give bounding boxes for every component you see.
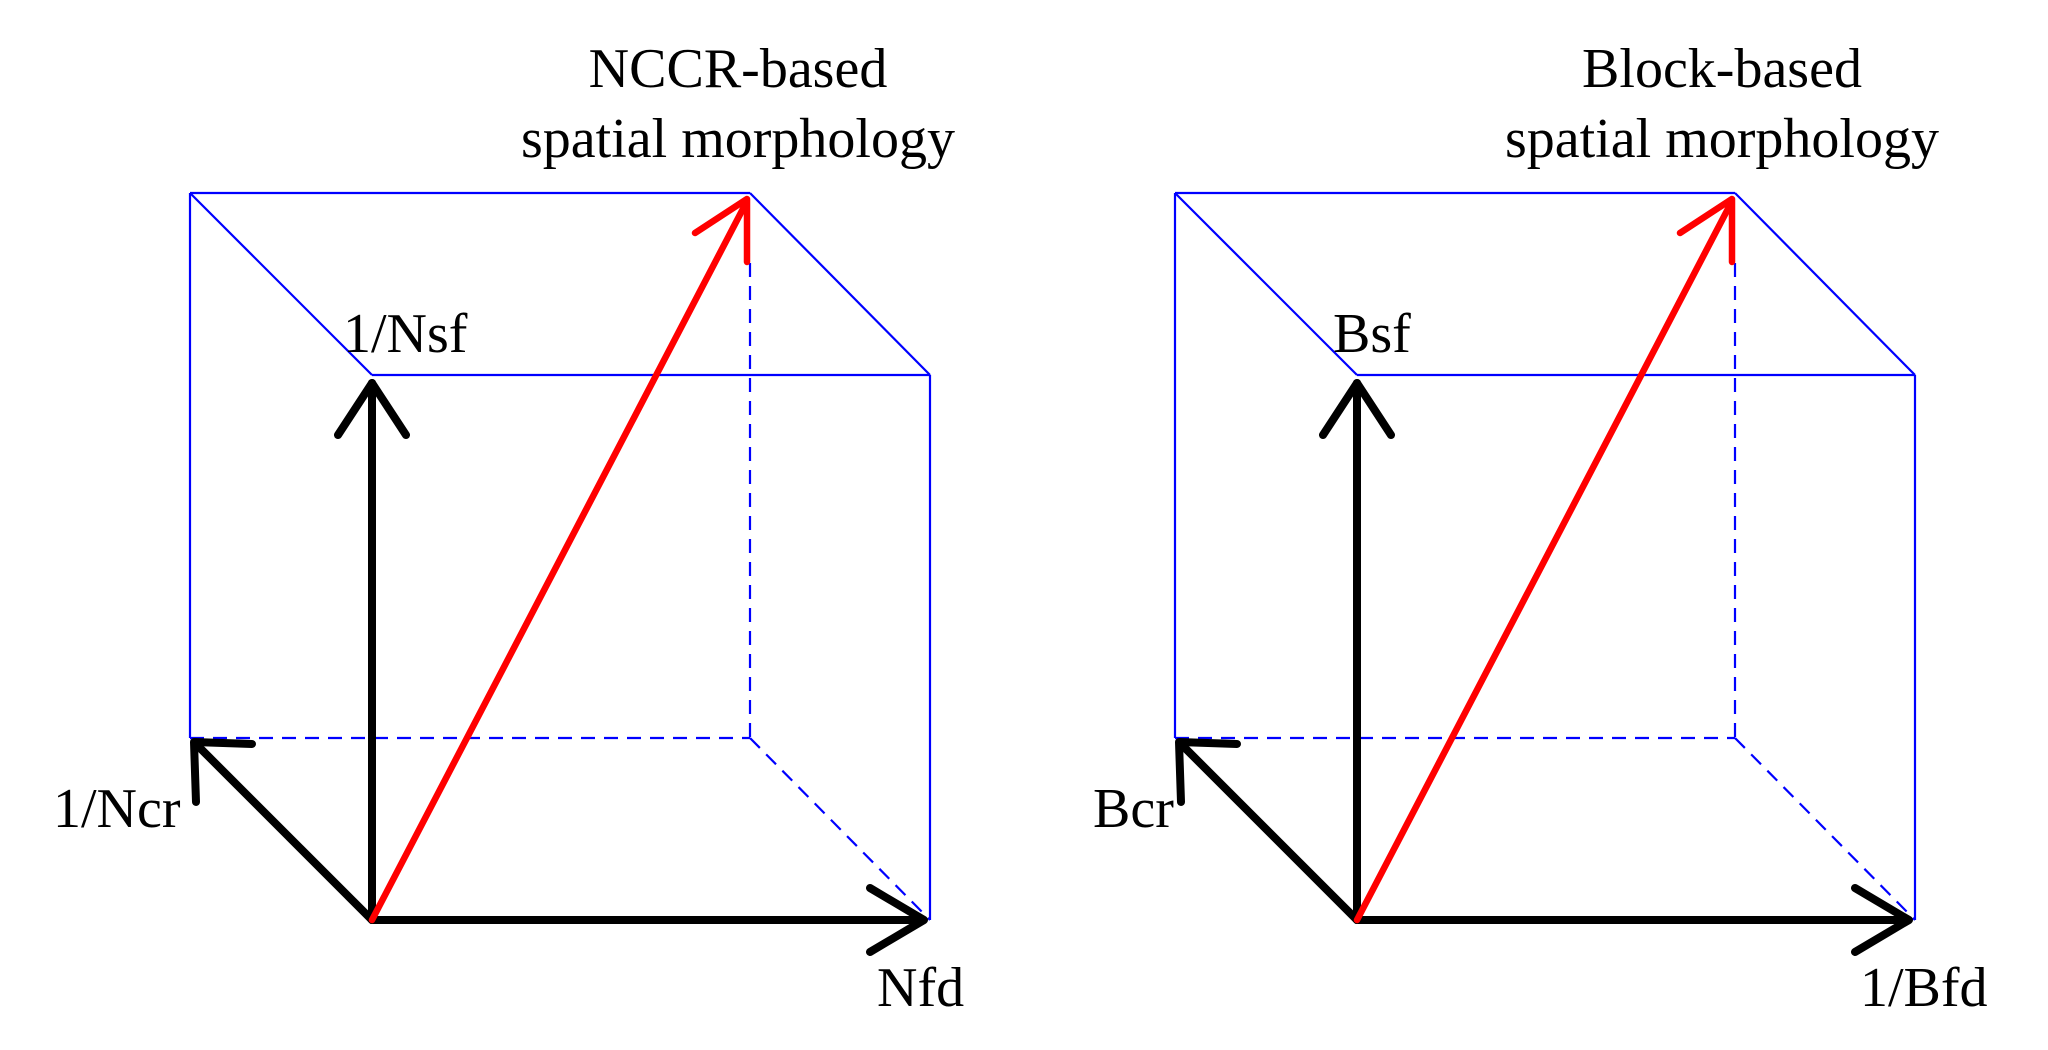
horizontal-axis-label: 1/Bfd [1860,957,1988,1019]
depth-axis-arrowhead [1175,738,1241,806]
resultant-vector-line [1353,199,1735,924]
vertical-axis-arrowhead [334,379,410,439]
panel-title-line1: Block-based [1582,38,1862,100]
cube-edge [749,192,931,376]
vertical-axis-label: 1/Nsf [343,303,468,365]
panel-block: Block-based spatial morphology Bsf Bcr 1… [1093,38,1988,1019]
resultant-vector-nccr [368,195,751,924]
panel-nccr: NCCR-based spatial morphology 1/Nsf 1/Nc… [53,38,964,1019]
resultant-vector-arrowhead [1676,195,1736,266]
resultant-vector-arrowhead [691,195,751,266]
cube-edge [1174,192,1358,376]
horizontal-axis-arrowhead [866,884,928,956]
horizontal-axis-label: Nfd [877,957,964,1019]
depth-axis-arrow [192,740,376,924]
cube-hidden-edge [749,737,931,921]
horizontal-axis-arrowhead [1851,884,1913,956]
panel-title-line2: spatial morphology [521,108,955,170]
resultant-vector-block [1353,195,1736,924]
vertical-axis-arrowhead [1319,379,1395,439]
depth-axis-arrowhead [190,738,256,806]
panel-title-line1: NCCR-based [589,38,888,100]
depth-axis-label: 1/Ncr [53,778,181,840]
depth-axis-label: Bcr [1093,778,1174,840]
cube-hidden-edge [1734,737,1916,921]
depth-axis-arrow [1177,740,1361,924]
cube-wireframe-block [1173,191,1917,921]
axes-block [1175,379,1913,956]
cube-wireframe-nccr [188,191,932,921]
vertical-axis-label: Bsf [1333,303,1411,365]
panel-title-line2: spatial morphology [1505,108,1939,170]
cube-edge [1734,192,1916,376]
axes-nccr [190,379,928,956]
resultant-vector-line [368,199,750,924]
cube-edge [189,192,373,376]
